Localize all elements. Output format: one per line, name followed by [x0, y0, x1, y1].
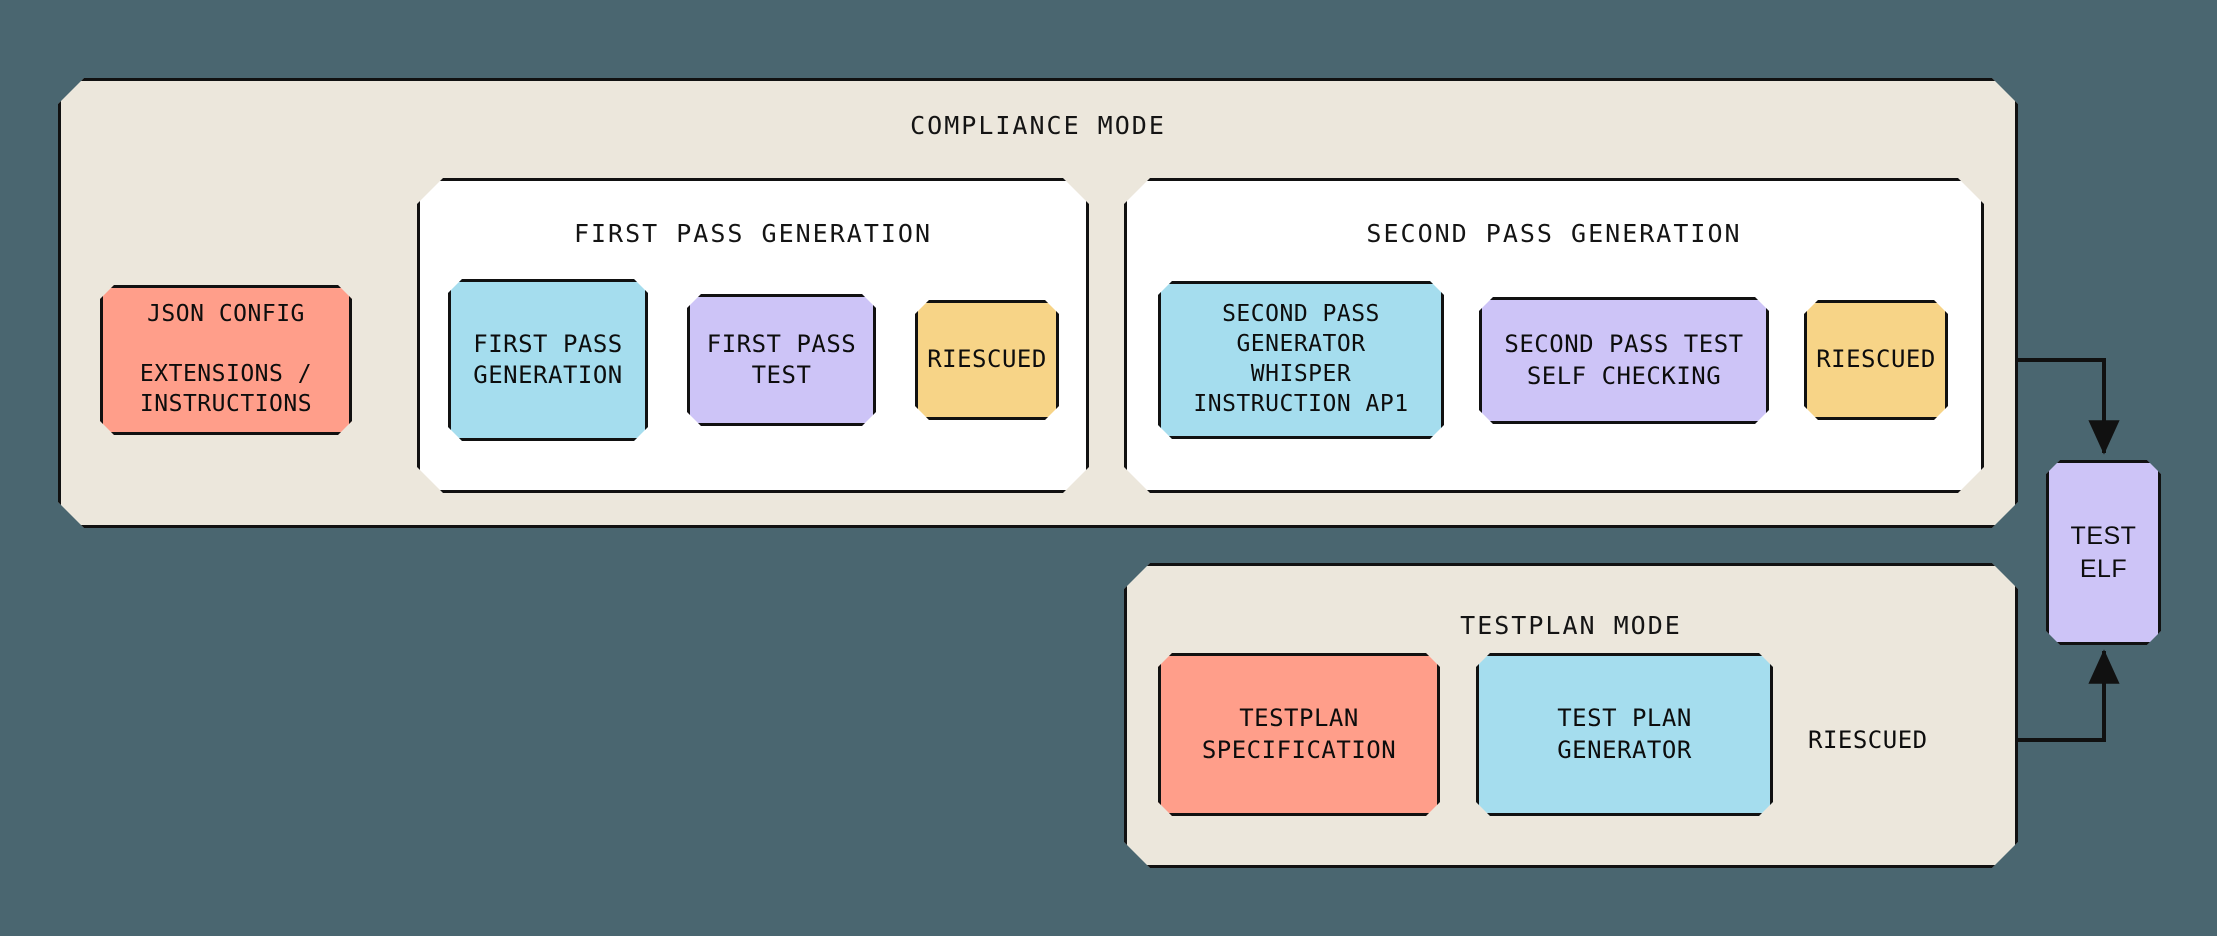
label-testplan-riescued: RIESCUED — [1808, 726, 1928, 754]
node-testplan-specification[interactable]: TESTPLAN SPECIFICATION — [1158, 653, 1440, 816]
node-first-pass-riescued[interactable]: RIESCUED — [915, 300, 1059, 420]
node-test-elf[interactable]: TEST ELF — [2046, 460, 2161, 645]
second-pass-generation-title: SECOND PASS GENERATION — [1366, 219, 1742, 248]
testplan-mode-title: TESTPLAN MODE — [1460, 611, 1682, 640]
first-pass-generation-title: FIRST PASS GENERATION — [573, 219, 933, 248]
node-second-pass-generator[interactable]: SECOND PASS GENERATOR WHISPER INSTRUCTIO… — [1158, 281, 1444, 439]
node-first-pass-test[interactable]: FIRST PASS TEST — [687, 294, 876, 426]
node-test-plan-generator[interactable]: TEST PLAN GENERATOR — [1476, 653, 1773, 816]
node-second-pass-riescued[interactable]: RIESCUED — [1804, 300, 1948, 420]
node-first-pass-generation[interactable]: FIRST PASS GENERATION — [448, 279, 648, 441]
node-second-pass-test[interactable]: SECOND PASS TEST SELF CHECKING — [1479, 297, 1769, 424]
compliance-mode-title: COMPLIANCE MODE — [910, 111, 1166, 140]
node-json-config[interactable]: JSON CONFIG EXTENSIONS / INSTRUCTIONS — [100, 285, 352, 435]
